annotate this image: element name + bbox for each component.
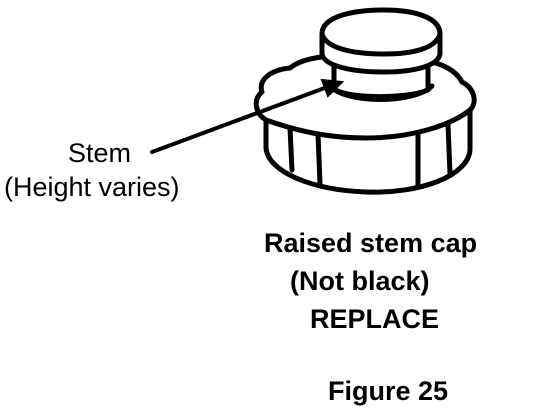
stem-label: Stem <box>68 138 132 168</box>
caption-line-2: (Not black) <box>290 266 430 296</box>
stem-arrow-head <box>320 78 345 98</box>
cap-base-flute-4 <box>445 121 453 177</box>
height-note-label: (Height varies) <box>4 172 180 202</box>
stem-cap-rim <box>319 31 443 57</box>
stem-cap-top <box>319 7 443 75</box>
caption-line-3: REPLACE <box>310 304 440 334</box>
figure-label: Figure 25 <box>328 376 449 406</box>
cap-stem <box>319 7 443 102</box>
stem-arrow <box>150 78 345 154</box>
cap-base-flute-1 <box>287 125 295 173</box>
stem-neck <box>327 83 435 102</box>
caption-line-1: Raised stem cap <box>264 228 478 258</box>
cap-base-flute-2 <box>315 131 323 187</box>
stem-arrow-line <box>150 84 332 154</box>
